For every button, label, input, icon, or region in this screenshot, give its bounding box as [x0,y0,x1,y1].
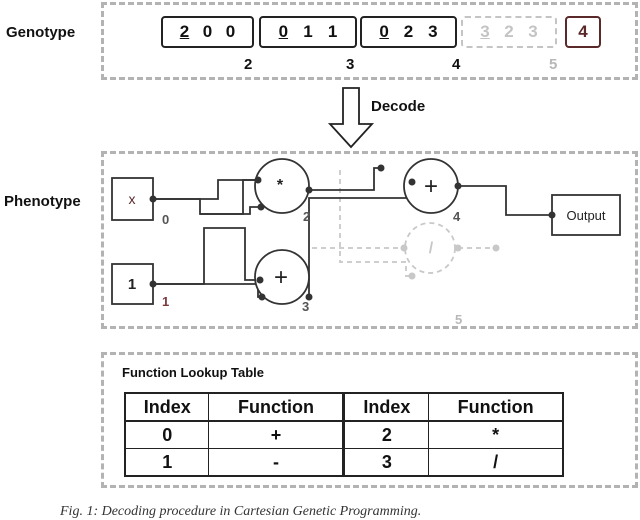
genotype-label: Genotype [6,24,76,41]
phenotype-box [101,151,638,329]
lookup-box [101,352,638,488]
inactive-edges [312,170,496,277]
node-5-port-out [454,244,462,252]
input-x-box [111,177,154,221]
table-row: 1 - 3 / [124,448,565,477]
table-cell: + [208,420,346,449]
gene-4-function: 0 [379,22,389,41]
output-label: Output [566,208,605,223]
table-row: 0 + 2 * [124,420,565,449]
input-x-port [149,195,157,203]
node-2 [254,158,310,214]
table-cell: 1 [124,448,210,477]
gene-5-input-a: 2 [504,22,514,41]
lookup-title: Function Lookup Table [122,365,265,380]
gene-2-function: 2 [179,22,190,41]
phenotype-graph: x 1 * + + / Output 0 1 2 3 4 5 [111,158,621,327]
gene-5-input-b: 3 [528,22,538,41]
table-cell: 0 [124,420,210,449]
node-4-port-b [408,178,416,186]
input-1-port [149,280,157,288]
gene-2: 2 0 0 [161,16,254,48]
input-1-index: 1 [162,294,169,309]
gene-3-input-a: 1 [303,22,313,41]
node-2-port-a [254,176,262,184]
node-3-port-a [256,276,264,284]
gene-5-function: 3 [480,22,490,41]
node-2-index: 2 [303,209,310,224]
input-x-label: x [129,191,136,207]
phenotype-label: Phenotype [4,193,81,210]
node-3-index: 3 [302,299,309,314]
node-4-port-out [454,182,462,190]
node-5-symbol: / [429,240,434,257]
gene-2-input-b: 0 [225,22,236,41]
node-3 [254,249,310,305]
lookup-header-row: Index Function Index Function [124,392,565,422]
table-cell: / [428,448,565,477]
decode-arrow [327,87,375,149]
output-gene: 4 [565,16,601,48]
gene-index-5: 5 [549,56,558,73]
node-4-port-a [377,164,385,172]
header-index-2: Index [343,392,430,422]
node-2-port-out [305,186,313,194]
input-1-box [111,263,154,305]
gene-4: 0 2 3 [360,16,457,48]
node-3-symbol: + [274,264,288,291]
node-3-port-b [258,293,266,301]
input-1-label: 1 [128,276,136,293]
gene-3: 0 1 1 [259,16,357,48]
gene-4-input-a: 2 [403,22,414,41]
node-2-symbol: * [277,177,284,194]
input-x-index: 0 [162,212,169,227]
figure-caption: Fig. 1: Decoding procedure in Cartesian … [60,504,422,519]
node-4-symbol: + [424,173,438,200]
gene-3-input-b: 1 [327,22,338,41]
node-2-port-b [257,203,265,211]
node-5-port-end [492,244,500,252]
active-edges [153,167,552,298]
table-cell: 3 [343,448,430,477]
table-cell: 2 [343,420,430,449]
gene-index-4: 4 [452,56,461,73]
node-5-port-a [400,244,408,252]
node-4-index: 4 [453,209,461,224]
table-cell: * [428,420,565,449]
gene-3-function: 0 [278,22,289,41]
node-5-port-b [408,272,416,280]
output-port [548,211,556,219]
lookup-table: Index Function Index Function 0 + 2 * 1 … [124,392,565,477]
genotype-box [101,2,638,80]
header-function-2: Function [428,392,565,422]
output-box [551,194,621,236]
gene-index-3: 3 [346,56,355,73]
header-function: Function [208,392,346,422]
header-index: Index [124,392,210,422]
gene-2-input-a: 0 [202,22,213,41]
node-5-index: 5 [455,312,462,327]
gene-4-input-b: 3 [428,22,438,41]
node-3-port-out [305,293,313,301]
gene-5: 3 2 3 [461,16,557,48]
ports [149,164,556,301]
decode-label: Decode [371,98,426,115]
gene-index-2: 2 [244,56,253,73]
table-cell: - [208,448,346,477]
